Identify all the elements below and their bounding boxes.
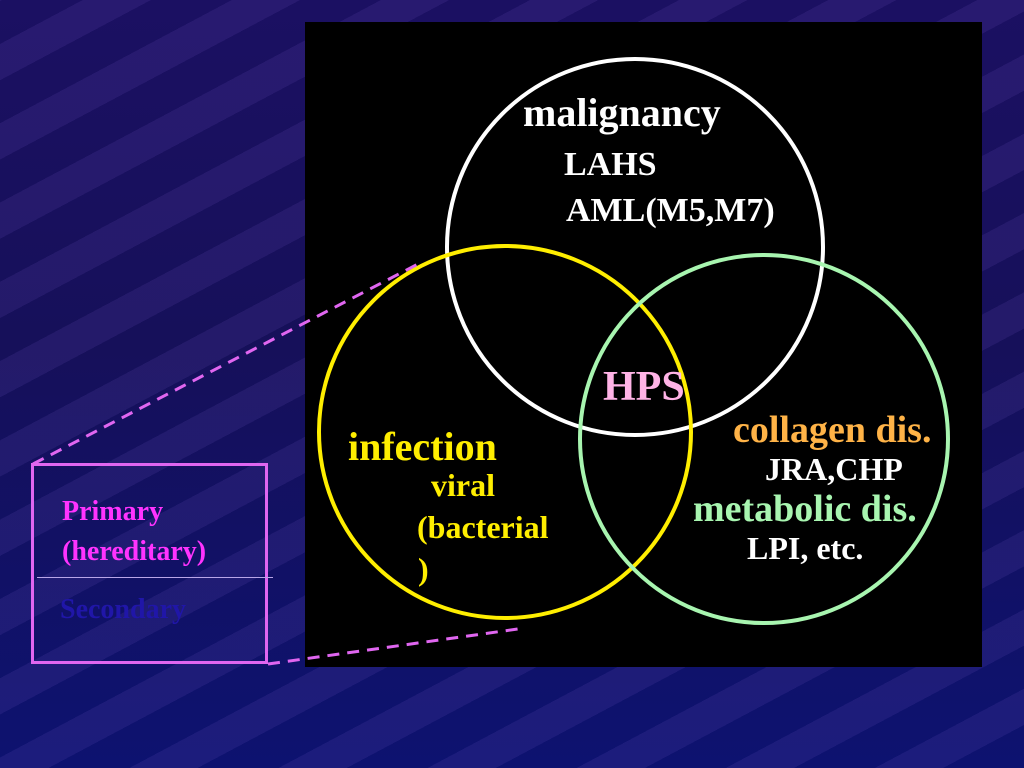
primary-label-line-2: (hereditary) [62,536,207,567]
venn-diagram-panel: malignancy LAHS AML(M5,M7) HPS infection… [305,22,982,667]
collagen-title: collagen dis. [733,409,931,451]
classification-box: Primary (hereditary) Secondary [31,463,273,664]
collagen-item-jra: JRA,CHP [765,451,903,487]
primary-label-line-1: Primary [62,496,164,527]
infection-item-viral: viral [431,467,495,503]
malignancy-circle [445,57,825,437]
infection-item-close-paren: ) [418,551,429,587]
malignancy-item-lahs: LAHS [564,146,657,183]
malignancy-title: malignancy [523,90,721,135]
secondary-label: Secondary [60,594,186,625]
infection-title: infection [348,424,497,469]
infection-item-bacterial: (bacterial [417,509,549,545]
metabolic-title: metabolic dis. [693,488,917,530]
box-divider [37,577,273,578]
venn-diagram: malignancy LAHS AML(M5,M7) HPS infection… [317,57,950,625]
metabolic-item-lpi: LPI, etc. [747,530,863,566]
malignancy-item-aml: AML(M5,M7) [566,192,775,229]
primary-label: Primary (hereditary) [62,492,206,572]
center-label-hps: HPS [603,364,685,410]
collagen-metabolic-circle [578,253,950,625]
